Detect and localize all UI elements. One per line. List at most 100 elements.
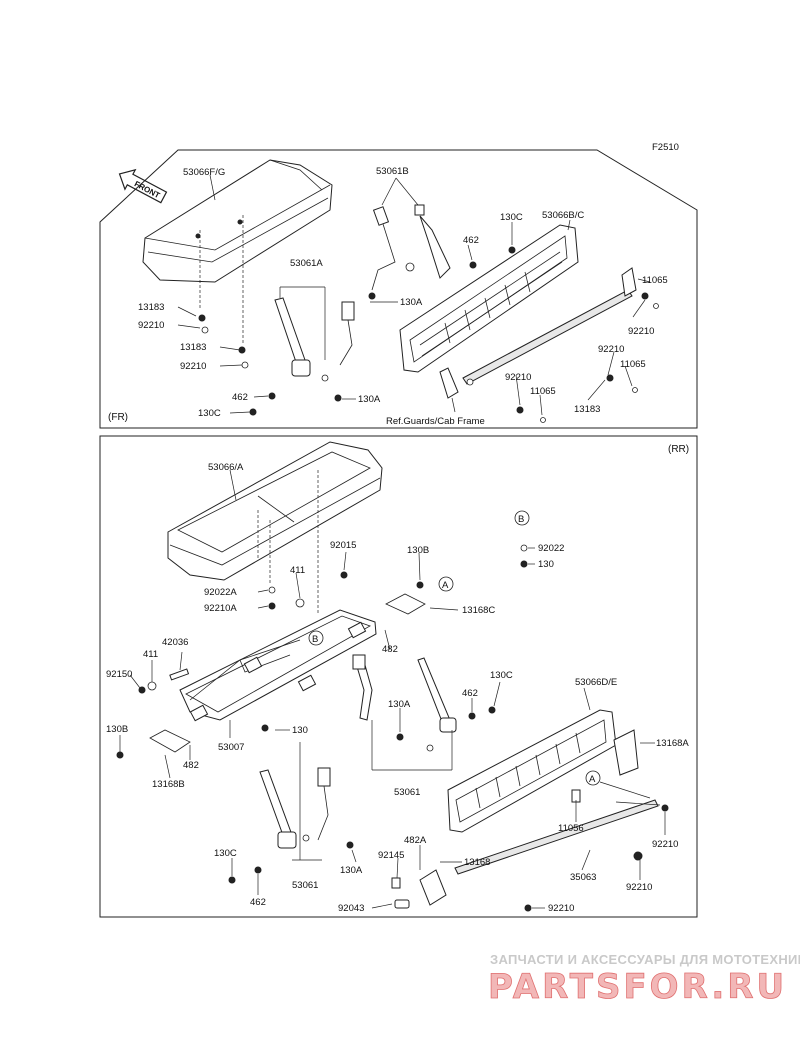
label-53061: 53061 (394, 787, 420, 798)
label-35063: 35063 (570, 872, 596, 883)
label-462: 462 (462, 688, 478, 699)
label-92022: 92022 (538, 543, 564, 554)
front-leader-lines (177, 174, 651, 416)
label-92210: 92210 (505, 372, 531, 383)
label-53066a: 53066/A (208, 462, 244, 473)
rear-seatbelt-lower (228, 767, 354, 884)
label-130c: 130C (490, 670, 513, 681)
callout-a-bottom: A (585, 770, 601, 786)
label-53066fg: 53066F/G (183, 167, 225, 178)
label-462: 462 (250, 897, 266, 908)
label-13168c: 13168C (462, 605, 495, 616)
front-seatbelt-left (249, 297, 355, 416)
front-washer-left-2 (241, 361, 249, 369)
front-bolt (508, 246, 516, 254)
label-130b: 130B (407, 545, 429, 556)
label-13183: 13183 (138, 302, 164, 313)
rear-pin-92145 (391, 877, 401, 889)
label-11065: 11065 (642, 275, 668, 286)
rear-bolt-130 (261, 724, 269, 732)
rear-bolt-130b-left (116, 751, 124, 759)
label-11056: 11056 (558, 823, 584, 834)
label-53061: 53061 (292, 880, 318, 891)
label-130a: 130A (400, 297, 423, 308)
label-53007: 53007 (218, 742, 244, 753)
rear-pin-42036 (169, 668, 190, 681)
rear-part-labels: 53066/A 92022 130 92015 130B 92022A 411 … (106, 462, 689, 914)
rear-section-panel (99, 435, 698, 918)
label-130a: 130A (388, 699, 411, 710)
label-11065: 11065 (620, 359, 646, 370)
label-53066de: 53066D/E (575, 677, 617, 688)
front-washer-left (201, 326, 209, 334)
rear-backrest-panel (419, 709, 669, 912)
label-53061a: 53061A (290, 258, 323, 269)
label-130b: 130B (106, 724, 128, 735)
callout-a-top: A (438, 576, 454, 592)
label-92210a: 92210A (204, 603, 237, 614)
label-13168: 13168 (464, 857, 490, 868)
label-482a: 482A (404, 835, 427, 846)
label-92210: 92210 (548, 903, 574, 914)
rear-nut-92210a (268, 602, 276, 610)
front-section-tag: (FR) (108, 412, 128, 423)
rear-section-tag: (RR) (668, 444, 689, 455)
label-13183: 13183 (180, 342, 206, 353)
figure-code: F2510 (652, 142, 679, 153)
label-130a: 130A (340, 865, 363, 876)
label-411: 411 (290, 565, 305, 576)
callout-a-bottom-label: A (589, 774, 596, 785)
rear-washer-411 (295, 598, 305, 608)
front-clip-left (198, 314, 206, 322)
ref-note: Ref.Guards/Cab Frame (386, 416, 485, 427)
label-92145: 92145 (378, 850, 404, 861)
label-130: 130 (538, 559, 554, 570)
front-backrest-panel (399, 224, 659, 423)
callout-b-detail: B (514, 510, 530, 526)
rear-seatbelt-upper (352, 654, 457, 752)
label-13168a: 13168A (656, 738, 689, 749)
rear-bolt-130c (488, 706, 496, 714)
label-411: 411 (143, 649, 158, 660)
label-11065: 11065 (530, 386, 556, 397)
callout-b-label: B (312, 634, 318, 645)
rear-bolt-130 (520, 560, 528, 568)
rear-bolt-92150 (138, 686, 146, 694)
rear-seat-cushion (167, 441, 383, 615)
rear-washer-411-left (147, 681, 157, 691)
watermark-brand: PARTSFOR.RU (488, 967, 787, 1007)
callout-a-label: A (442, 580, 449, 591)
rear-bolt-130b (416, 581, 424, 589)
front-nut (469, 261, 477, 269)
label-92210: 92210 (138, 320, 164, 331)
watermark-subtitle: ЗАПЧАСТИ И АКСЕССУАРЫ ДЛЯ МОТОТЕХНИКИ (490, 952, 800, 967)
watermark: ЗАПЧАСТИ И АКСЕССУАРЫ ДЛЯ МОТОТЕХНИКИ PA… (488, 952, 800, 1007)
label-92210: 92210 (628, 326, 654, 337)
label-482: 482 (382, 644, 398, 655)
label-130a: 130A (358, 394, 381, 405)
rear-nut-462 (468, 712, 476, 720)
label-130: 130 (292, 725, 308, 736)
label-92022a: 92022A (204, 587, 237, 598)
label-92210: 92210 (652, 839, 678, 850)
label-92015: 92015 (330, 540, 356, 551)
label-92210: 92210 (598, 344, 624, 355)
label-92150: 92150 (106, 669, 132, 680)
callout-b-frame: B (308, 630, 324, 646)
label-42036: 42036 (162, 637, 188, 648)
label-462: 462 (232, 392, 248, 403)
label-53066bc: 53066B/C (542, 210, 584, 221)
rear-seat-frame (149, 593, 426, 753)
rear-washer-92022a (268, 586, 276, 594)
front-seat-cushion (142, 159, 333, 345)
label-130c: 130C (500, 212, 523, 223)
front-seatbelt-right (368, 204, 451, 300)
label-13168b: 13168B (152, 779, 185, 790)
rear-leader-lines (119, 469, 666, 909)
label-482: 482 (183, 760, 199, 771)
rear-bolt-92015 (340, 571, 348, 579)
label-92043: 92043 (338, 903, 364, 914)
callout-b-detail-label: B (518, 514, 524, 525)
label-462: 462 (463, 235, 479, 246)
